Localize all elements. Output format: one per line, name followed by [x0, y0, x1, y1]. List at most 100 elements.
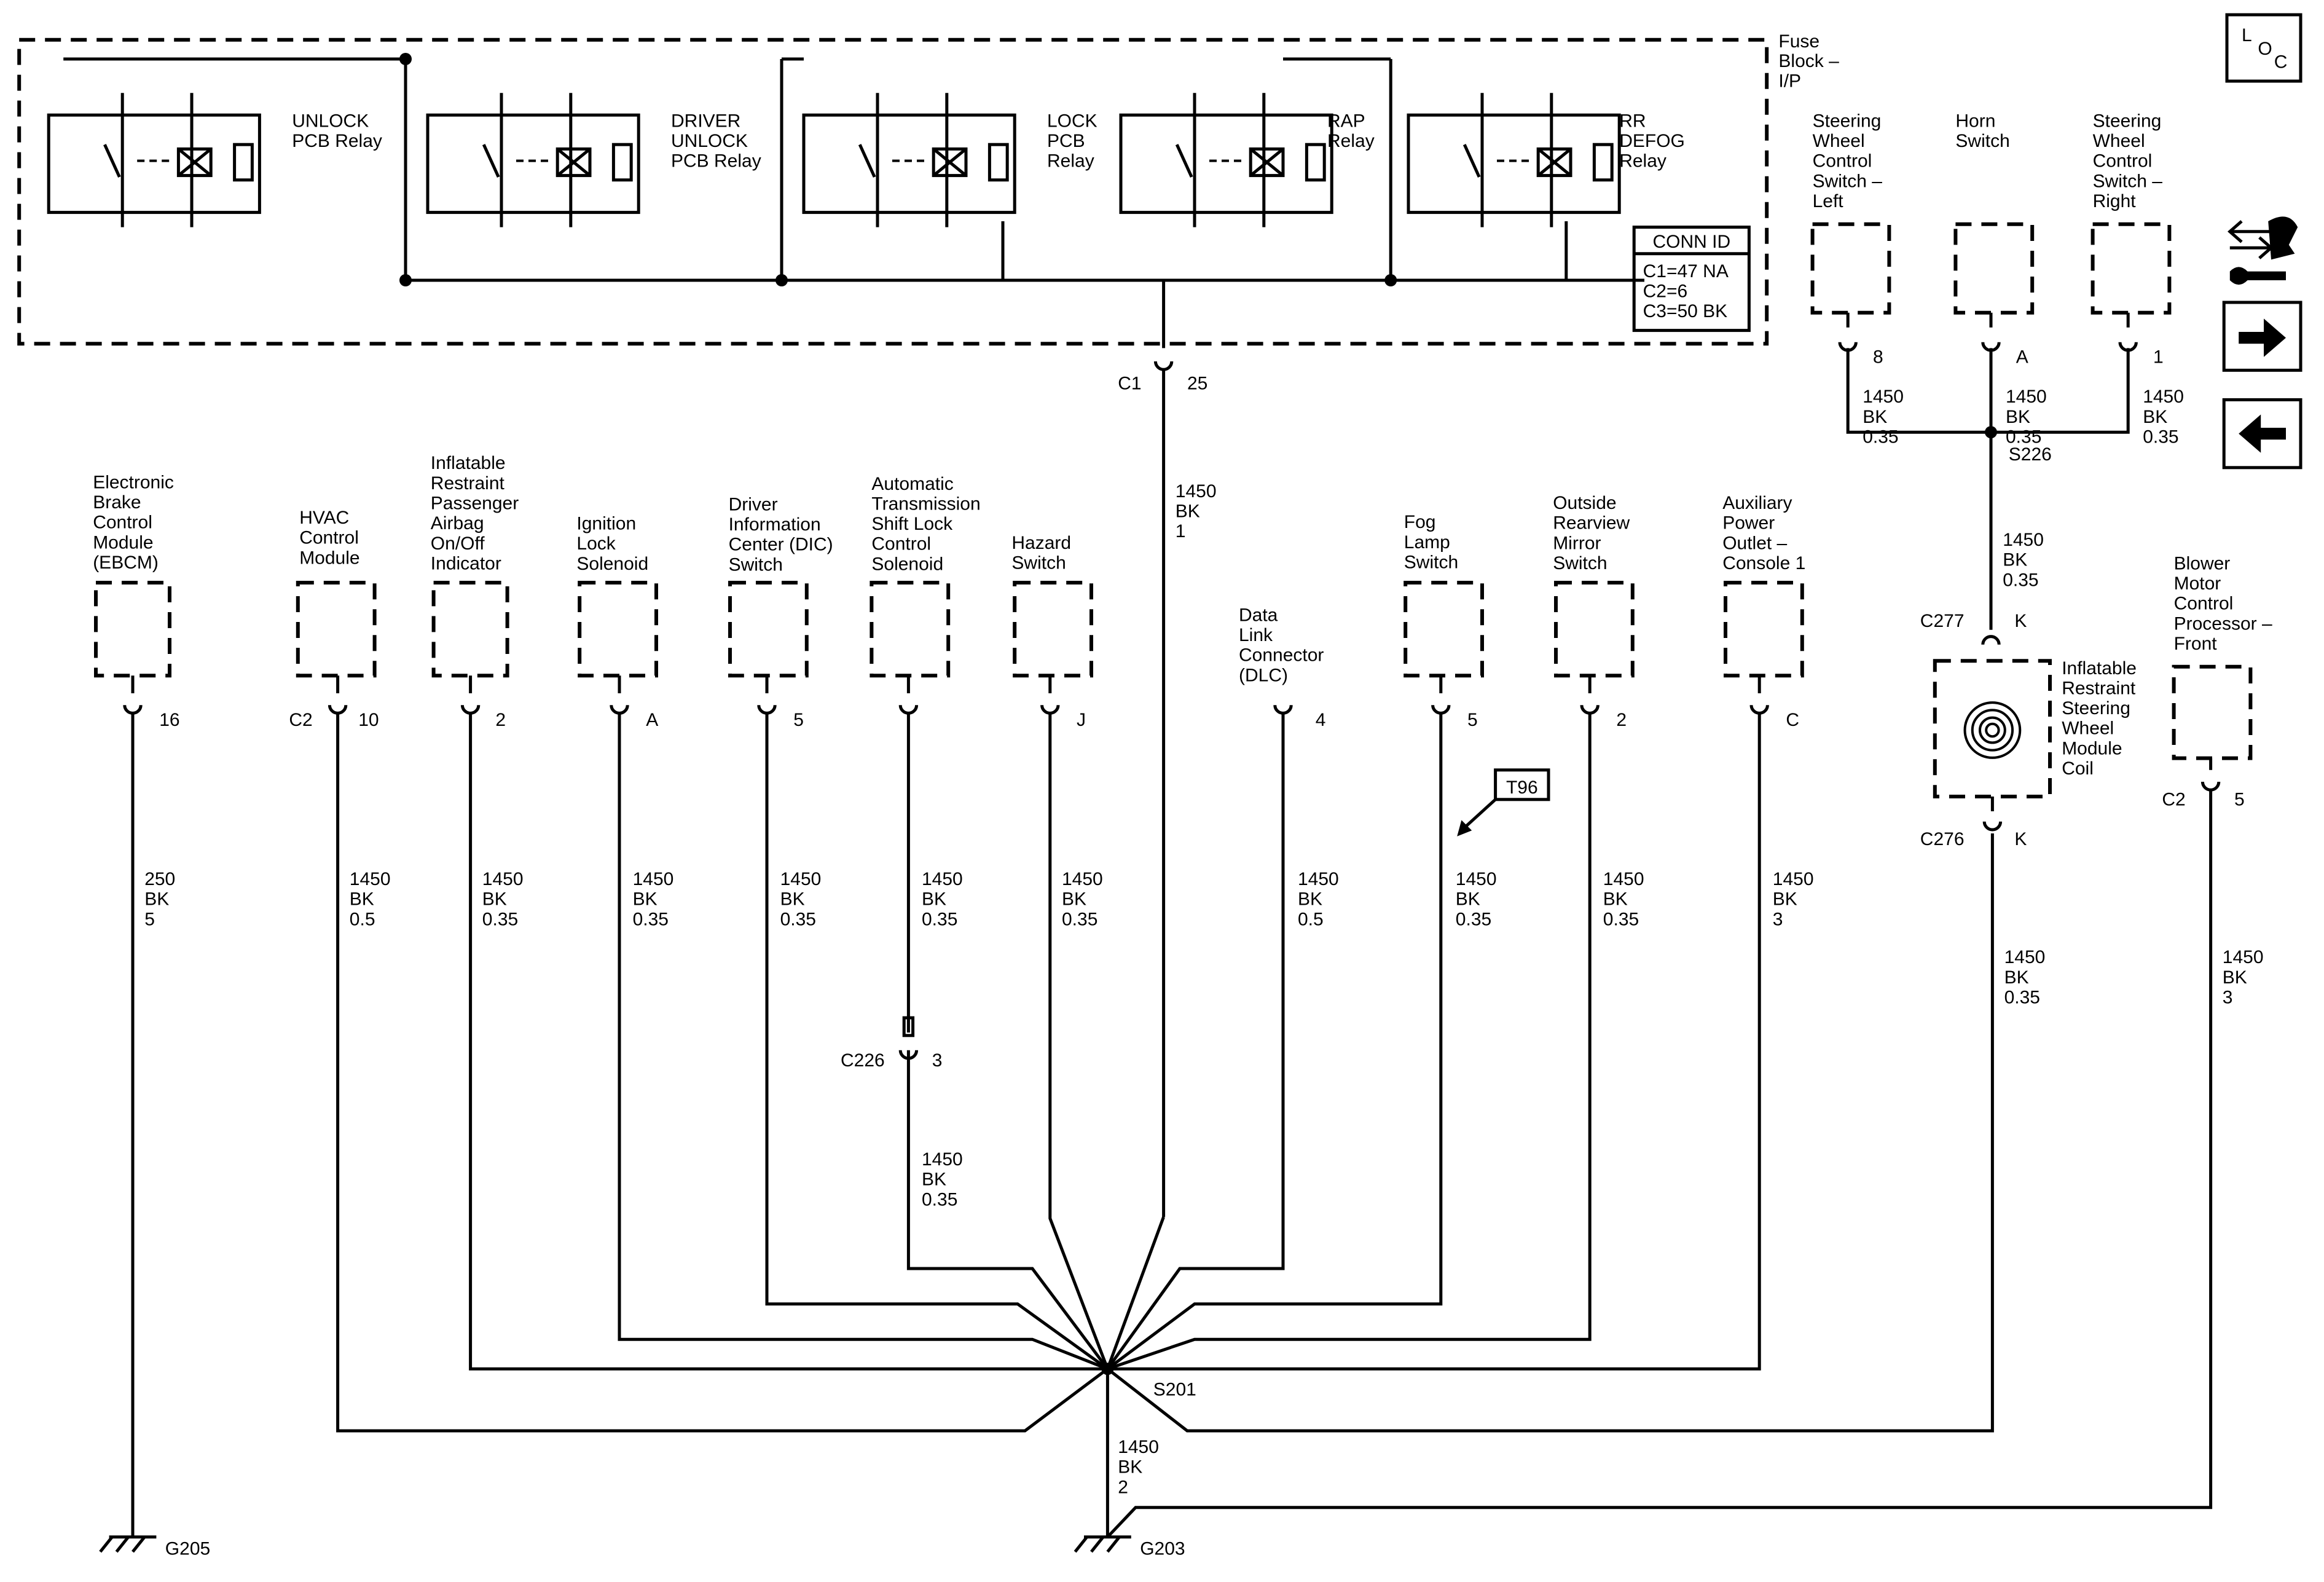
loc-icon: LOC [2225, 13, 2302, 83]
s201-wire-label-line: 2 [1118, 1477, 1128, 1497]
trunk-wire-label-line: 1 [1176, 521, 1186, 541]
fuse-block-title-line: I/P [1778, 71, 1801, 92]
next-page-icon[interactable] [2222, 301, 2302, 372]
connector-cup [1040, 704, 1060, 715]
pin-label: 2 [495, 710, 506, 730]
s226-wire-label-line: 0.35 [2003, 570, 2038, 590]
c276-pin: K [2014, 829, 2027, 849]
trunk-wire-label-line: BK [1176, 501, 1200, 521]
next-arrow [2239, 318, 2286, 357]
switch-label-line: Wheel [2093, 131, 2145, 151]
blower-wire-label-line: 1450 [2223, 947, 2264, 967]
relay-diode [1305, 143, 1326, 182]
relay-label-line: DEFOG [1619, 131, 1685, 151]
wire-label-line: 3 [1773, 909, 1783, 929]
trunk-wire-label-line: 1450 [1176, 481, 1217, 502]
component-label-line: Auxiliary [1722, 493, 1792, 513]
wire-fog-lamp [1106, 712, 1443, 1371]
connector-cup [1580, 704, 1600, 715]
connector-cup [1749, 704, 1769, 715]
ground-hatch [1074, 1536, 1088, 1553]
wiring-legend-icon[interactable] [2228, 216, 2298, 285]
relay-label-line: UNLOCK [671, 131, 748, 151]
component-label-line: Solenoid [871, 554, 943, 574]
coil-box [1933, 659, 2052, 798]
component-label: InflatableRestraintPassengerAirbagOn/Off… [431, 453, 519, 573]
relay-box [802, 113, 1016, 214]
c1-pin: 25 [1187, 374, 1207, 394]
relay-switch-blade [482, 144, 500, 178]
relay-box [1407, 113, 1621, 214]
switch-label-line: Control [1813, 151, 1872, 171]
wire-label-line: 0.35 [2143, 427, 2178, 447]
component-label-line: Hazard [1011, 533, 1071, 553]
component-label-line: Module [299, 548, 359, 568]
previous-page-icon[interactable] [2222, 398, 2302, 470]
t96-arrowhead [1457, 820, 1472, 836]
component-label-line: Brake [93, 492, 141, 513]
c1-label: C1 [1118, 374, 1141, 394]
blower-label-line: Blower [2174, 553, 2231, 573]
wire-label-line: BK [2006, 407, 2030, 427]
pin-label: 2 [1616, 710, 1627, 730]
t96-arrow-line [1462, 798, 1497, 830]
bus-junction [399, 274, 412, 286]
conn-id-line: C2=6 [1643, 281, 1688, 302]
component-label-line: Shift Lock [871, 514, 953, 534]
switch-label-line: Steering [1813, 111, 1882, 131]
wire-label-line: BK [1298, 889, 1322, 910]
next-frame [2222, 301, 2302, 372]
relay-box [47, 113, 261, 214]
wire-airbag-indicator [469, 712, 1108, 1371]
blower-box [2172, 664, 2253, 760]
connector-glyph [2268, 216, 2298, 260]
wire-label-line: 1450 [2143, 387, 2184, 407]
pin-label: 16 [159, 710, 179, 730]
component-label-line: Transmission [871, 494, 980, 514]
c226-cup [898, 1050, 919, 1060]
wire-hazard [1048, 712, 1109, 1370]
switch-box [1953, 222, 2035, 315]
switch-box [1810, 222, 1891, 315]
pin-label: 1 [2153, 347, 2164, 367]
relay-coil-x [932, 148, 967, 177]
ground-hatch [1090, 1536, 1105, 1553]
wire-label-line: 1450 [1603, 869, 1644, 889]
coil-label-line: Module [2062, 738, 2122, 758]
t96-label: T96 [1506, 777, 1538, 798]
coil-label-line: Restraint [2062, 678, 2136, 698]
wire-label-line: 1450 [1773, 869, 1814, 889]
component-label-line: Connector [1239, 645, 1324, 666]
wire-coil [1106, 833, 1994, 1433]
component-label-line: Switch [1404, 552, 1458, 572]
blower-label-line: Motor [2174, 573, 2221, 594]
component-label-line: Console 1 [1722, 553, 1805, 573]
ground-hatch [132, 1536, 146, 1553]
relay-label-line: UNLOCK [292, 111, 369, 131]
relay-label-line: RAP [1327, 111, 1365, 131]
c226-wire-label-line: 0.35 [922, 1189, 957, 1210]
conn-id-line: C1=47 NA [1643, 261, 1729, 281]
t96-box [1494, 768, 1550, 801]
s226-wire-label-line: BK [2003, 550, 2027, 570]
